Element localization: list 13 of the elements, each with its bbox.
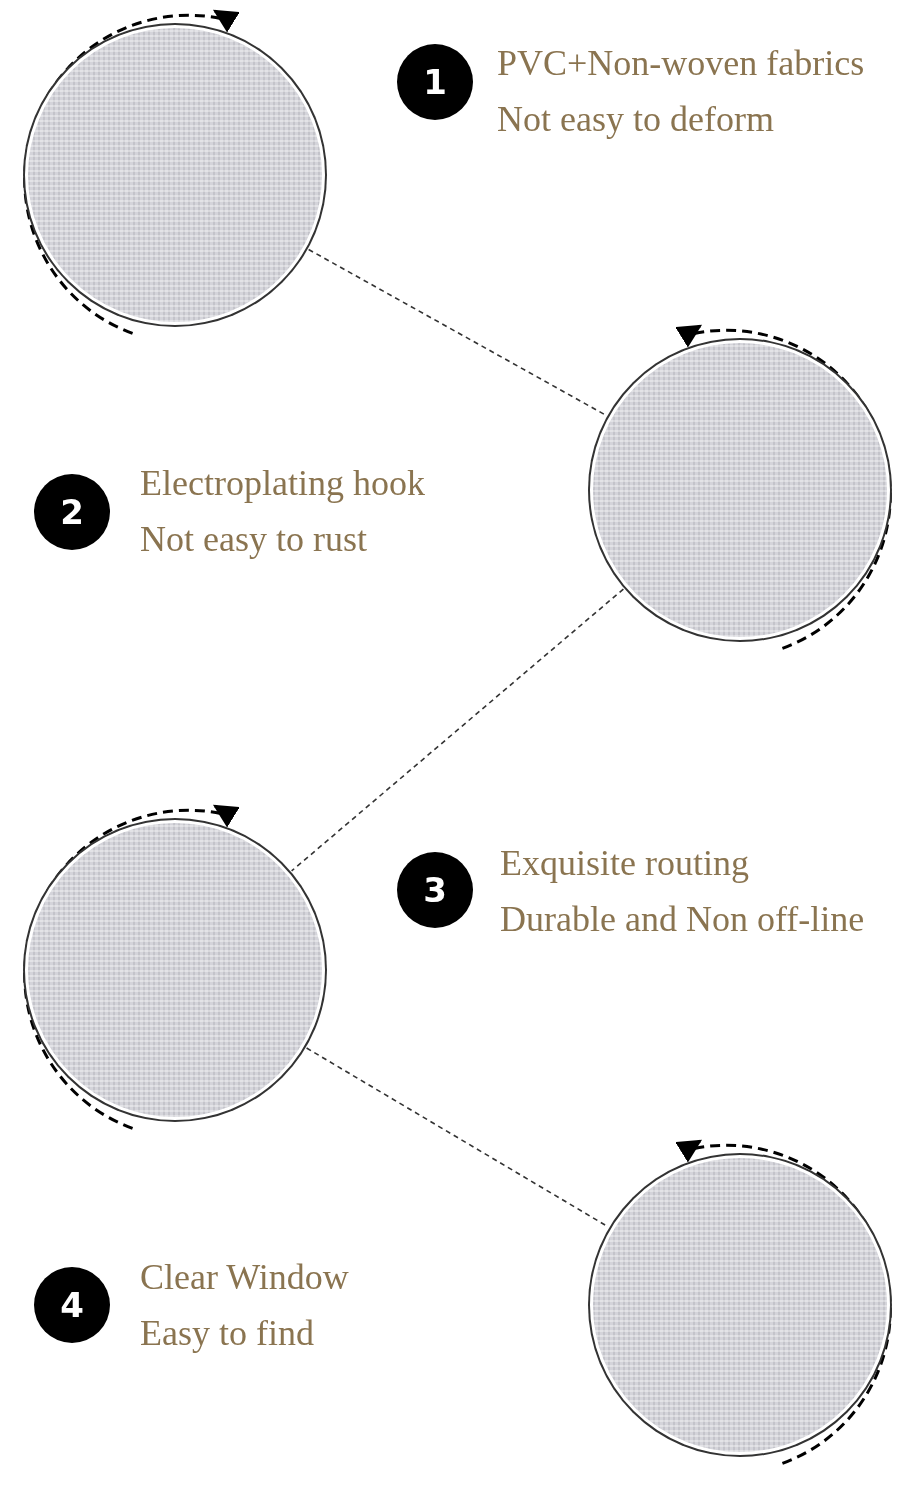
leader-line — [290, 588, 625, 872]
number-badge: 1 — [397, 44, 473, 120]
feature-text: PVC+Non-woven fabrics — [497, 42, 865, 85]
feature-text: Electroplating hook — [140, 462, 425, 505]
number-badge: 2 — [34, 474, 110, 550]
number-badge: 4 — [34, 1267, 110, 1343]
feature-text: Durable and Non off-line — [500, 898, 865, 941]
feature-text: Exquisite routing — [500, 842, 749, 885]
feature-text: Not easy to deform — [497, 98, 774, 141]
number-badge: 3 — [397, 852, 473, 928]
feature-text: Easy to find — [140, 1312, 314, 1355]
feature-text: Not easy to rust — [140, 518, 367, 561]
feature-text: Clear Window — [140, 1256, 349, 1299]
